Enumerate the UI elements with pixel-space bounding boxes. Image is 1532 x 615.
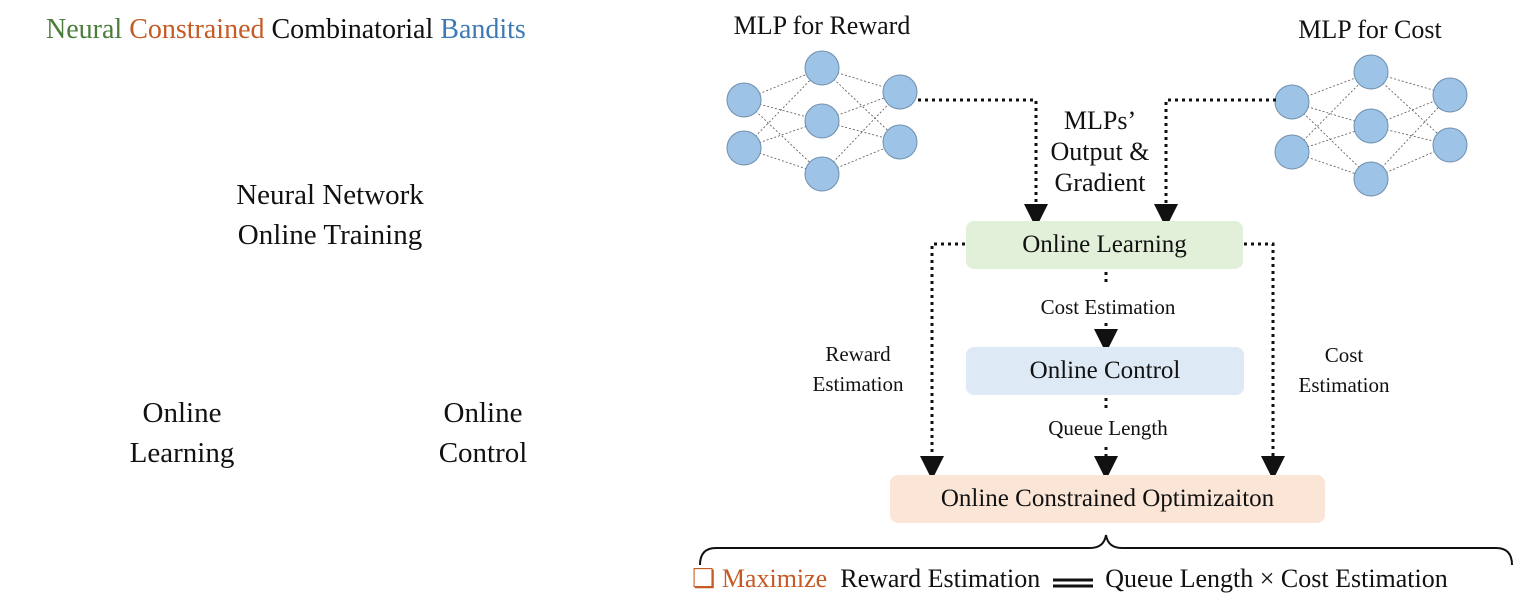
mlp-cost-label: MLP for Cost bbox=[1298, 15, 1442, 44]
reward-estimation-arrow bbox=[920, 242, 965, 480]
left-ol-line2: Learning bbox=[129, 437, 235, 469]
mlp-cost-edge bbox=[1291, 71, 1372, 153]
neural-network-online-training-label: Neural Network Online Training bbox=[200, 175, 460, 255]
cost-estimation-right-line1: Cost bbox=[1324, 343, 1364, 367]
mlps-output-gradient-label: MLPs’ Output & Gradient bbox=[1030, 105, 1170, 198]
left-ol-line1: Online bbox=[142, 397, 222, 429]
mlps-output-line3: Gradient bbox=[1054, 168, 1146, 197]
maximize-label: Maximize bbox=[721, 564, 828, 593]
title-word-neural: Neural bbox=[46, 14, 123, 45]
formula-reward-term: Reward Estimation bbox=[840, 564, 1041, 593]
reward-estimation-line2: Estimation bbox=[812, 372, 904, 396]
reward-mlp-arrow bbox=[918, 98, 1048, 228]
mlp-reward-edge bbox=[821, 67, 901, 143]
mlp-cost-node bbox=[1353, 54, 1389, 90]
mlp-reward-network bbox=[726, 50, 918, 192]
left-online-learning-label: Online Learning bbox=[102, 393, 262, 473]
left-oc-line2: Control bbox=[438, 437, 528, 469]
mlp-reward-node bbox=[726, 82, 762, 118]
curly-brace bbox=[699, 534, 1513, 566]
title-word-bandits: Bandits bbox=[440, 14, 526, 45]
title-word-combinatorial: Combinatorial bbox=[271, 14, 434, 45]
equals-icon bbox=[1052, 566, 1093, 596]
mlp-reward-node bbox=[804, 103, 840, 139]
online-learning-box: Online Learning bbox=[966, 221, 1243, 269]
mlp-cost-node bbox=[1432, 127, 1468, 163]
cost-mlp-arrow bbox=[1154, 98, 1276, 228]
mlp-cost-node bbox=[1274, 84, 1310, 120]
mlp-reward-node bbox=[804, 50, 840, 86]
cost-estimation-right-label: Cost Estimation bbox=[1284, 340, 1404, 400]
mlp-reward-edge bbox=[743, 67, 823, 149]
mlp-reward-node bbox=[882, 124, 918, 160]
cost-estimation-right-arrow bbox=[1244, 242, 1285, 480]
online-constrained-optimization-box: Online Constrained Optimizaiton bbox=[890, 475, 1325, 523]
mlp-reward-node bbox=[726, 130, 762, 166]
mlp-reward-label: MLP for Reward bbox=[733, 11, 911, 40]
cost-estimation-right-line2: Estimation bbox=[1298, 373, 1390, 397]
mlp-reward-node bbox=[804, 156, 840, 192]
mlp-reward-node bbox=[882, 74, 918, 110]
mlps-output-line1: MLPs’ bbox=[1063, 106, 1137, 135]
cost-estimation-mid-label: Cost Estimation bbox=[1040, 295, 1176, 319]
mlp-cost-node bbox=[1353, 108, 1389, 144]
mlp-cost-edge bbox=[1370, 94, 1451, 180]
mlp-reward-edge bbox=[821, 91, 901, 175]
nn-label-line1: Neural Network bbox=[236, 179, 424, 211]
title-word-constrained: Constrained bbox=[129, 14, 265, 45]
mlps-output-line2: Output & bbox=[1050, 137, 1150, 166]
objective-formula: ❏ Maximize Reward Estimation Queue Lengt… bbox=[692, 564, 1448, 596]
online-control-box: Online Control bbox=[966, 347, 1244, 395]
left-oc-line1: Online bbox=[443, 397, 523, 429]
nn-label-line2: Online Training bbox=[237, 219, 423, 251]
mlp-cost-edge bbox=[1370, 71, 1451, 146]
reward-estimation-line1: Reward bbox=[825, 342, 891, 366]
mlp-cost-node bbox=[1353, 161, 1389, 197]
left-online-control-label: Online Control bbox=[403, 393, 563, 473]
formula-rest-term: Queue Length × Cost Estimation bbox=[1105, 564, 1448, 593]
mlp-cost-network bbox=[1274, 54, 1468, 197]
mlp-reward-edge bbox=[743, 99, 823, 175]
reward-estimation-label: Reward Estimation bbox=[798, 339, 918, 399]
mlp-cost-node bbox=[1432, 77, 1468, 113]
diagram-title: Neural Constrained Combinatorial Bandits bbox=[46, 14, 526, 46]
checkbox-icon: ❏ bbox=[692, 564, 716, 593]
mlp-cost-node bbox=[1274, 134, 1310, 170]
queue-length-label: Queue Length bbox=[1048, 416, 1168, 440]
